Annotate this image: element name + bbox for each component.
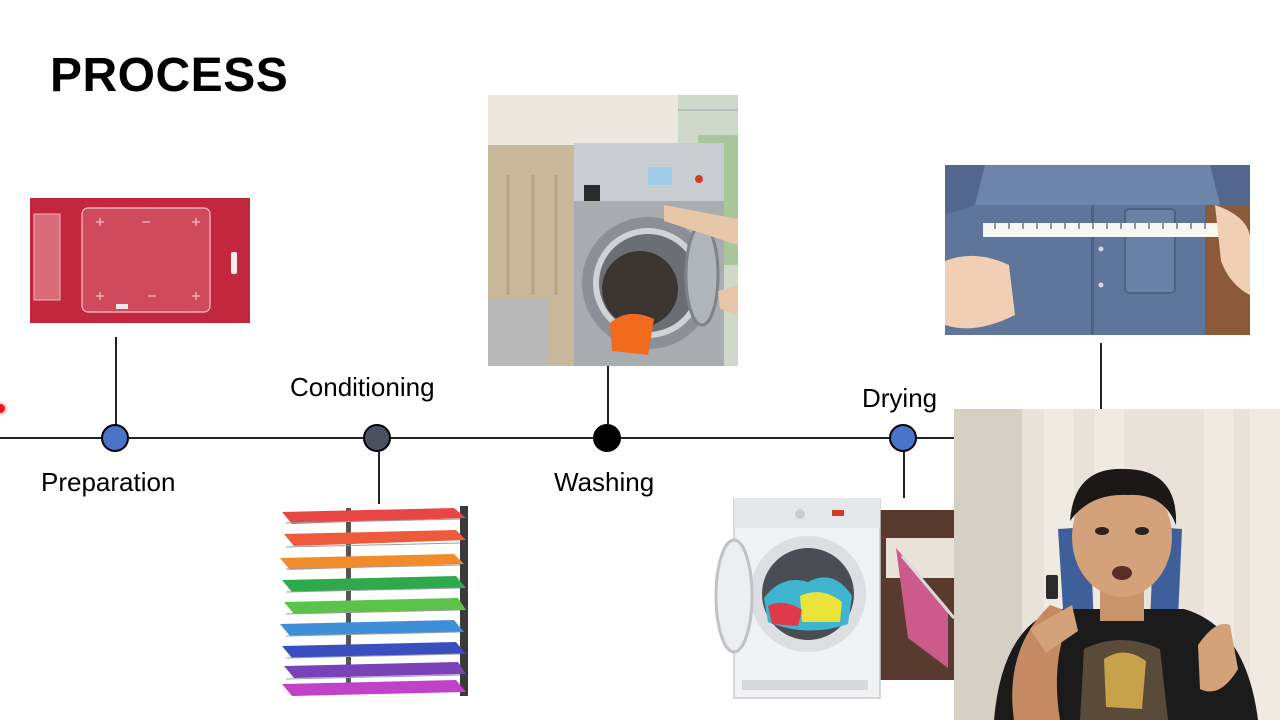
connector-preparation bbox=[115, 337, 117, 425]
connector-measurement bbox=[1100, 343, 1102, 409]
node-washing bbox=[593, 424, 621, 452]
node-conditioning bbox=[363, 424, 391, 452]
step-label-preparation: Preparation bbox=[41, 467, 176, 497]
shirt-measurement-tape-photo bbox=[945, 165, 1250, 335]
slide-title: PROCESS bbox=[50, 49, 289, 102]
node-drying bbox=[889, 424, 917, 452]
laser-pointer-dot bbox=[0, 404, 5, 413]
step-label-conditioning: Conditioning bbox=[290, 372, 435, 402]
node-preparation bbox=[101, 424, 129, 452]
step-label-washing: Washing bbox=[554, 467, 655, 497]
process-timeline bbox=[0, 437, 960, 439]
front-load-washing-machine-photo bbox=[488, 95, 738, 366]
colorful-drying-rack-photo bbox=[276, 504, 474, 698]
acrylic-template-on-red-photo bbox=[30, 198, 250, 323]
step-label-drying: Drying bbox=[862, 383, 938, 413]
connector-drying bbox=[903, 452, 905, 510]
connector-washing bbox=[607, 366, 609, 424]
tumble-dryer-and-line-drying-photo bbox=[712, 498, 954, 702]
presenter-webcam-video bbox=[954, 409, 1280, 720]
connector-conditioning bbox=[378, 452, 380, 507]
